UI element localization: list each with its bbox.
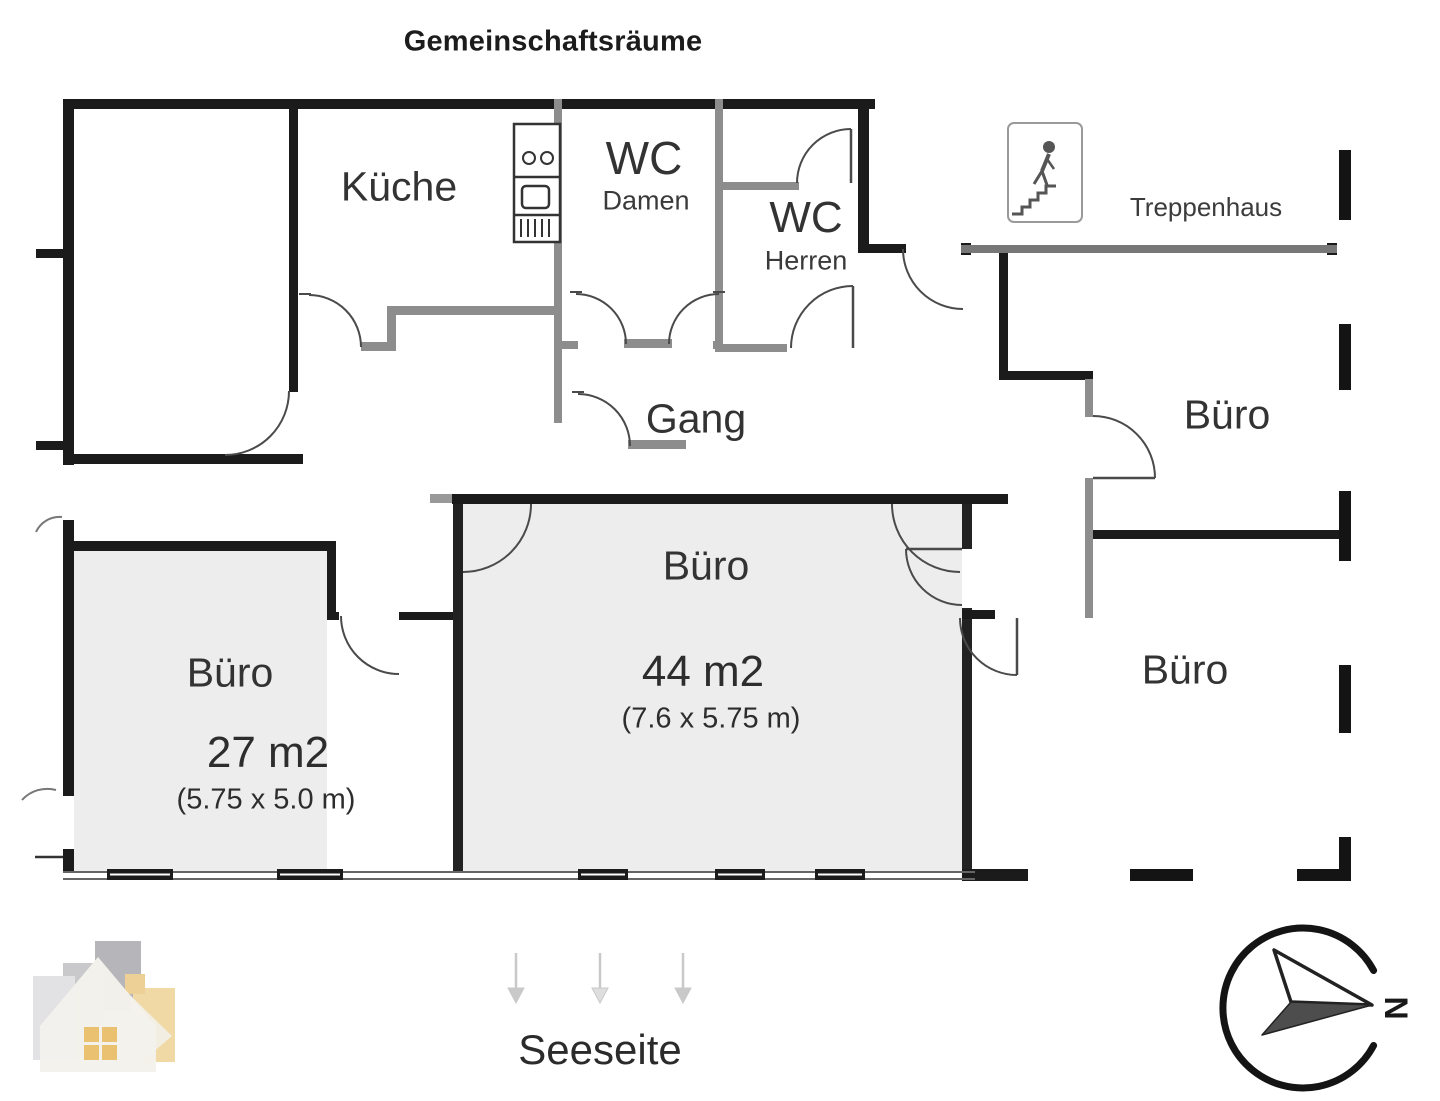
room-dims-buero-44: (7.6 x 5.75 m) [621,702,801,735]
room-area-buero-27: 27 m2 [206,728,330,777]
walls-gray [361,99,1337,618]
room-label-wc-damen: WC [605,132,683,184]
walls-dashed-exterior [1130,150,1351,881]
stairs-icon [1007,122,1083,223]
north-arrow-compass-icon [1219,924,1378,1092]
room-label-buero-mid-right: Büro [1141,646,1229,693]
room-label-buero-44: Büro [662,542,750,589]
room-label-wc-herren: WC [769,193,843,242]
label-seeseite: Seeseite [518,1026,682,1073]
room-label-gang: Gang [645,395,747,442]
compass-north-label: N [1378,996,1414,1020]
room-label-buero-top-right: Büro [1183,391,1271,438]
room-area-buero-44: 44 m2 [641,647,765,696]
room-sublabel-damen: Damen [602,185,690,216]
down-arrow-icons [507,953,692,1005]
label-treppenhaus: Treppenhaus [1129,192,1283,222]
door-arcs [21,128,1156,859]
room-label-buero-27: Büro [186,649,274,696]
room-label-kueche: Küche [340,163,458,210]
stove-icon [512,122,562,244]
room-fills [74,504,962,871]
house-logo-icon [33,941,175,1072]
plan-title: Gemeinschaftsräume [403,25,703,58]
window-band [63,869,975,880]
room-dims-buero-27: (5.75 x 5.0 m) [176,783,356,816]
room-sublabel-herren: Herren [764,245,848,276]
